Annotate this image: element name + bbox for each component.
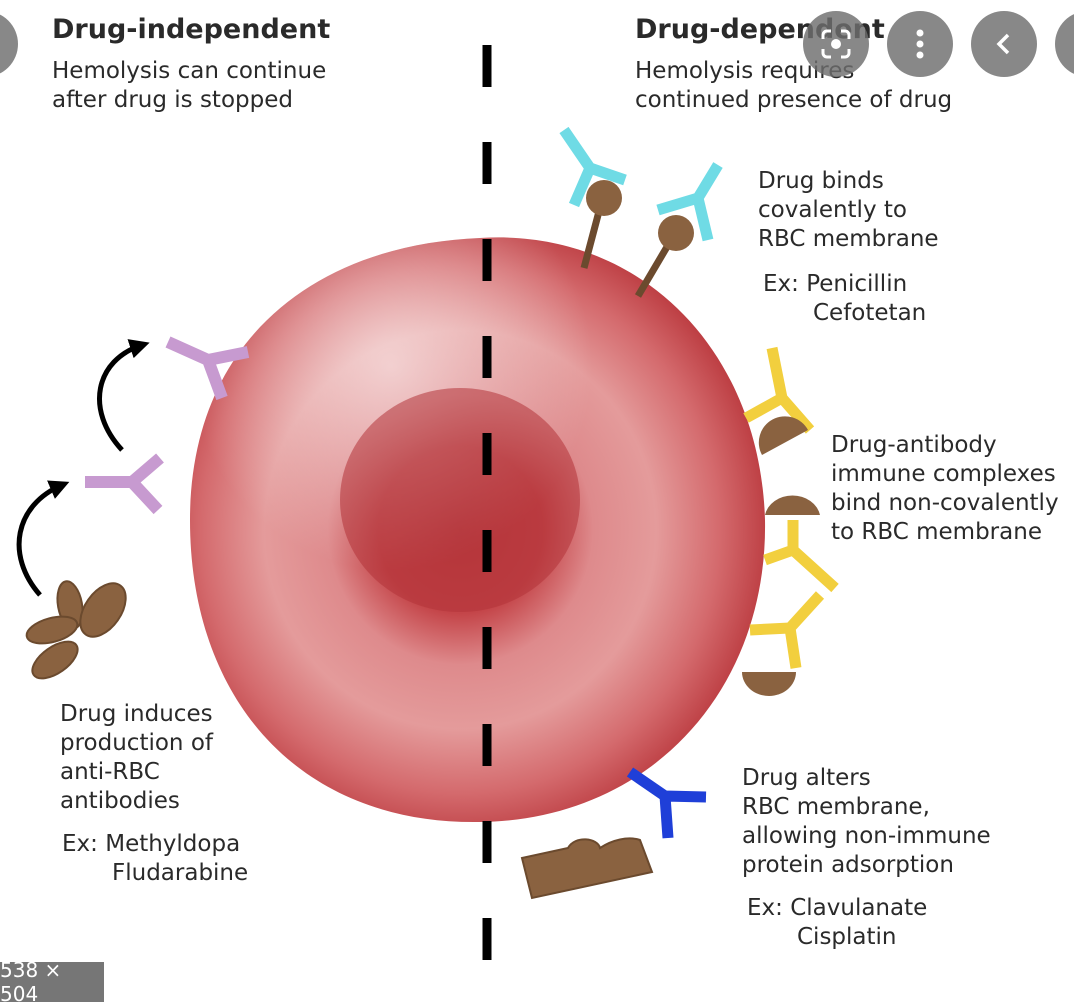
drug-covalent-2: [634, 162, 723, 298]
right-subtitle-line-2: continued presence of drug: [635, 87, 953, 113]
mechanism-3-line-2: RBC membrane,: [742, 794, 930, 820]
mechanism-3-line-3: allowing non-immune: [742, 823, 991, 849]
antibody-bound-left: [165, 336, 250, 401]
mechanism-2-line-4: to RBC membrane: [831, 519, 1042, 545]
image-size-badge: 538 × 504: [0, 958, 104, 1006]
mechanism-1-line-1: Drug binds: [758, 168, 884, 194]
chevron-left-icon: [996, 33, 1010, 55]
mechanism-3-example-2: Cisplatin: [797, 924, 897, 950]
non-immune-adsorption: [520, 767, 707, 900]
mechanism-1-examples-prefix: Ex:: [763, 271, 799, 297]
mechanism-2-line-1: Drug-antibody: [831, 432, 997, 458]
mechanism-3-example-1: Clavulanate: [790, 895, 928, 921]
left-subtitle-line-1: Hemolysis can continue: [52, 58, 327, 84]
left-example-1: Methyldopa: [105, 831, 241, 857]
left-example-2: Fludarabine: [112, 860, 249, 886]
left-mechanism-line-1: Drug induces: [60, 701, 213, 727]
red-blood-cell: [190, 237, 766, 823]
mechanism-1-example-2: Cefotetan: [813, 300, 927, 326]
more-options-button[interactable]: [887, 11, 953, 77]
left-mechanism-line-4: antibodies: [60, 788, 180, 814]
mechanism-1-examples: Ex: Penicillin: [763, 270, 907, 299]
lens-search-button[interactable]: [803, 11, 869, 77]
lens-search-icon: [821, 29, 851, 59]
left-subtitle-line-2: after drug is stopped: [52, 87, 293, 113]
left-heading: Drug-independent: [52, 14, 331, 45]
drug-molecule-left: [25, 580, 127, 680]
immune-complex-3: [742, 591, 825, 696]
left-mechanism-line-2: production of: [60, 730, 213, 756]
mechanism-2-line-2: immune complexes: [831, 461, 1056, 487]
mechanism-1-line-3: RBC membrane: [758, 226, 939, 252]
arrow-lower: [16, 480, 70, 597]
mechanism-3-examples-prefix: Ex:: [747, 895, 783, 921]
mechanism-3-line-4: protein adsorption: [742, 852, 954, 878]
drug-covalent-1: [559, 126, 627, 269]
arrow-upper: [97, 339, 150, 452]
antibody-free-left: [85, 453, 164, 515]
left-examples-prefix: Ex:: [62, 831, 98, 857]
close-partial-button[interactable]: [1055, 11, 1074, 77]
mechanism-1-example-1: Penicillin: [806, 271, 908, 297]
previous-button[interactable]: [971, 11, 1037, 77]
left-examples: Ex: Methyldopa: [62, 830, 240, 859]
mechanism-1-line-2: covalently to: [758, 197, 907, 223]
immune-complex-2: [763, 495, 839, 593]
left-mechanism-line-3: anti-RBC: [60, 759, 160, 785]
mechanism-2-line-3: bind non-covalently: [831, 490, 1059, 516]
mechanism-3-line-1: Drug alters: [742, 765, 871, 791]
mechanism-3-examples: Ex: Clavulanate: [747, 894, 927, 923]
more-vertical-icon: [916, 29, 924, 59]
back-partial-button[interactable]: [0, 11, 18, 77]
immune-complex-1: [743, 346, 815, 455]
